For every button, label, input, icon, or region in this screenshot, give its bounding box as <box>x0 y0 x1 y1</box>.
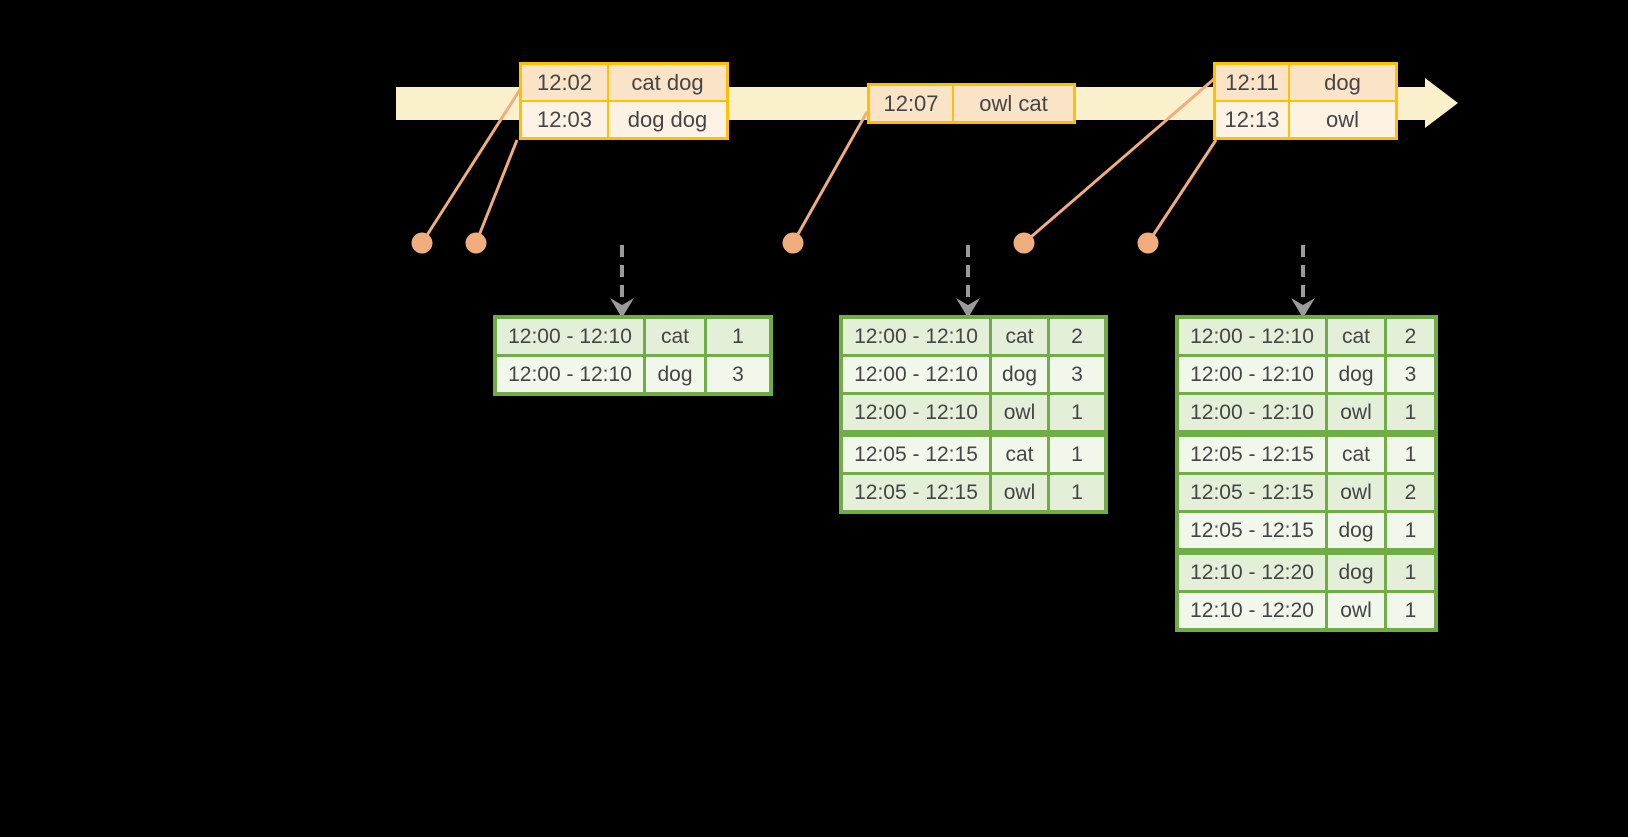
result-count: 1 <box>1387 437 1434 472</box>
result-count: 1 <box>1050 395 1104 430</box>
result-word: dog <box>1328 555 1384 590</box>
event-words: dog <box>1290 65 1395 100</box>
result-count: 2 <box>1050 319 1104 354</box>
result-word: cat <box>1328 319 1384 354</box>
result-window: 12:00 - 12:10 <box>1179 357 1325 392</box>
result-count: 3 <box>1050 357 1104 392</box>
result-count: 3 <box>1387 357 1434 392</box>
event-time: 12:11 <box>1216 65 1288 100</box>
event-dot <box>782 232 804 254</box>
trigger-arrow-icon <box>610 245 634 318</box>
event-dot <box>1013 232 1035 254</box>
result-word: cat <box>646 319 704 354</box>
result-word: owl <box>992 395 1047 430</box>
trigger-arrow-icon <box>956 245 980 318</box>
result-count: 1 <box>1387 555 1434 590</box>
event-dots <box>411 232 1159 254</box>
event-dot <box>465 232 487 254</box>
event-words: owl <box>1290 102 1395 137</box>
result-window: 12:05 - 12:15 <box>1179 475 1325 510</box>
result-window: 12:05 - 12:15 <box>843 437 989 472</box>
result-word: dog <box>1328 513 1384 548</box>
result-window: 12:00 - 12:10 <box>1179 319 1325 354</box>
result-window: 12:00 - 12:10 <box>843 357 989 392</box>
event-time: 12:07 <box>870 86 952 121</box>
result-word: cat <box>992 437 1047 472</box>
result-count: 1 <box>707 319 769 354</box>
result-word: owl <box>1328 395 1384 430</box>
result-window: 12:05 - 12:15 <box>1179 437 1325 472</box>
result-window: 12:10 - 12:20 <box>1179 555 1325 590</box>
trigger-arrows <box>610 245 1315 318</box>
timeline-arrowhead-icon <box>1425 78 1458 128</box>
result-word: owl <box>992 475 1047 510</box>
event-words: dog dog <box>609 102 726 137</box>
result-count: 1 <box>1387 395 1434 430</box>
result-word: owl <box>1328 593 1384 628</box>
result-word: owl <box>1328 475 1384 510</box>
event-dot <box>1137 232 1159 254</box>
event-dot <box>411 232 433 254</box>
result-window: 12:00 - 12:10 <box>843 319 989 354</box>
result-window: 12:00 - 12:10 <box>497 319 643 354</box>
result-window: 12:00 - 12:10 <box>843 395 989 430</box>
result-count: 1 <box>1387 593 1434 628</box>
result-word: cat <box>992 319 1047 354</box>
event-words: cat dog <box>609 65 726 100</box>
result-word: dog <box>646 357 704 392</box>
event-connector-line <box>1146 139 1218 244</box>
result-window: 12:05 - 12:15 <box>1179 513 1325 548</box>
event-time: 12:03 <box>522 102 607 137</box>
result-window: 12:00 - 12:10 <box>497 357 643 392</box>
event-connector-line <box>474 139 519 244</box>
event-time: 12:13 <box>1216 102 1288 137</box>
event-connector-line <box>791 111 869 244</box>
result-count: 3 <box>707 357 769 392</box>
result-count: 2 <box>1387 319 1434 354</box>
result-count: 1 <box>1387 513 1434 548</box>
result-word: dog <box>992 357 1047 392</box>
result-count: 2 <box>1387 475 1434 510</box>
result-count: 1 <box>1050 437 1104 472</box>
event-words: owl cat <box>954 86 1073 121</box>
result-window: 12:05 - 12:15 <box>843 475 989 510</box>
result-count: 1 <box>1050 475 1104 510</box>
result-word: dog <box>1328 357 1384 392</box>
result-word: cat <box>1328 437 1384 472</box>
result-window: 12:00 - 12:10 <box>1179 395 1325 430</box>
trigger-arrow-icon <box>1291 245 1315 318</box>
event-time: 12:02 <box>522 65 607 100</box>
result-window: 12:10 - 12:20 <box>1179 593 1325 628</box>
